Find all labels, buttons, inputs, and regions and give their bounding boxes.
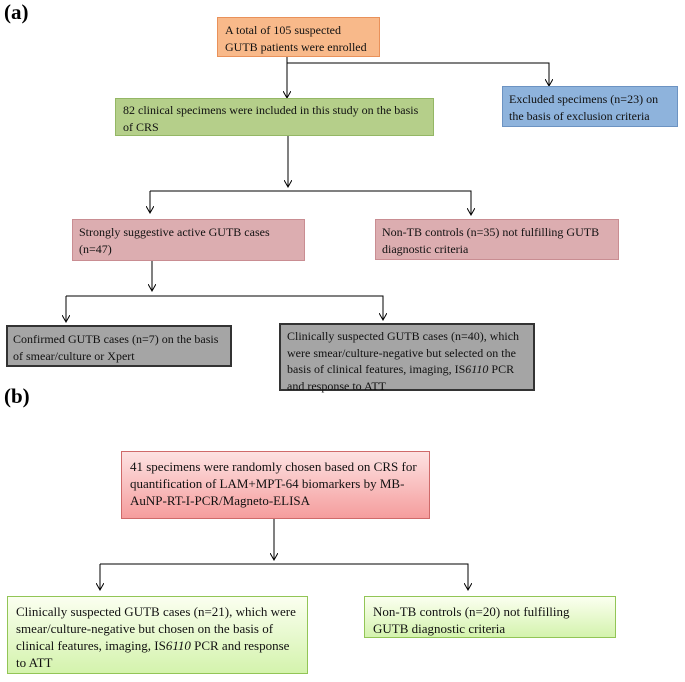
box-suspected-21: Clinically suspected GUTB cases (n=21), … <box>7 596 308 674</box>
connector-to-excluded <box>287 62 549 86</box>
connector-split-suggestive-nontb <box>149 190 471 215</box>
box-suspected-40: Clinically suspected GUTB cases (n=40), … <box>279 323 535 393</box>
panel-label-b: (b) <box>4 384 30 408</box>
box-included-82: 82 clinical specimens were included in t… <box>115 98 434 136</box>
connector-split-b <box>100 563 468 590</box>
box-excluded-23: Excluded specimens (n=23) on the basis o… <box>502 86 678 127</box>
box-suggestive-47: Strongly suggestive active GUTB cases (n… <box>72 219 305 261</box>
box-enrolled: A total of 105 suspected GUTB patients w… <box>217 17 380 57</box>
panel-label-a: (a) <box>4 0 29 24</box>
box-random-41: 41 specimens were randomly chosen based … <box>121 451 430 519</box>
box-confirmed-7: Confirmed GUTB cases (n=7) on the basis … <box>6 325 232 367</box>
connector-split-confirmed-suspected <box>66 295 383 320</box>
box-nontb-20: Non-TB controls (n=20) not fulfilling GU… <box>364 596 616 638</box>
box-nontb-35: Non-TB controls (n=35) not fulfilling GU… <box>375 219 619 260</box>
